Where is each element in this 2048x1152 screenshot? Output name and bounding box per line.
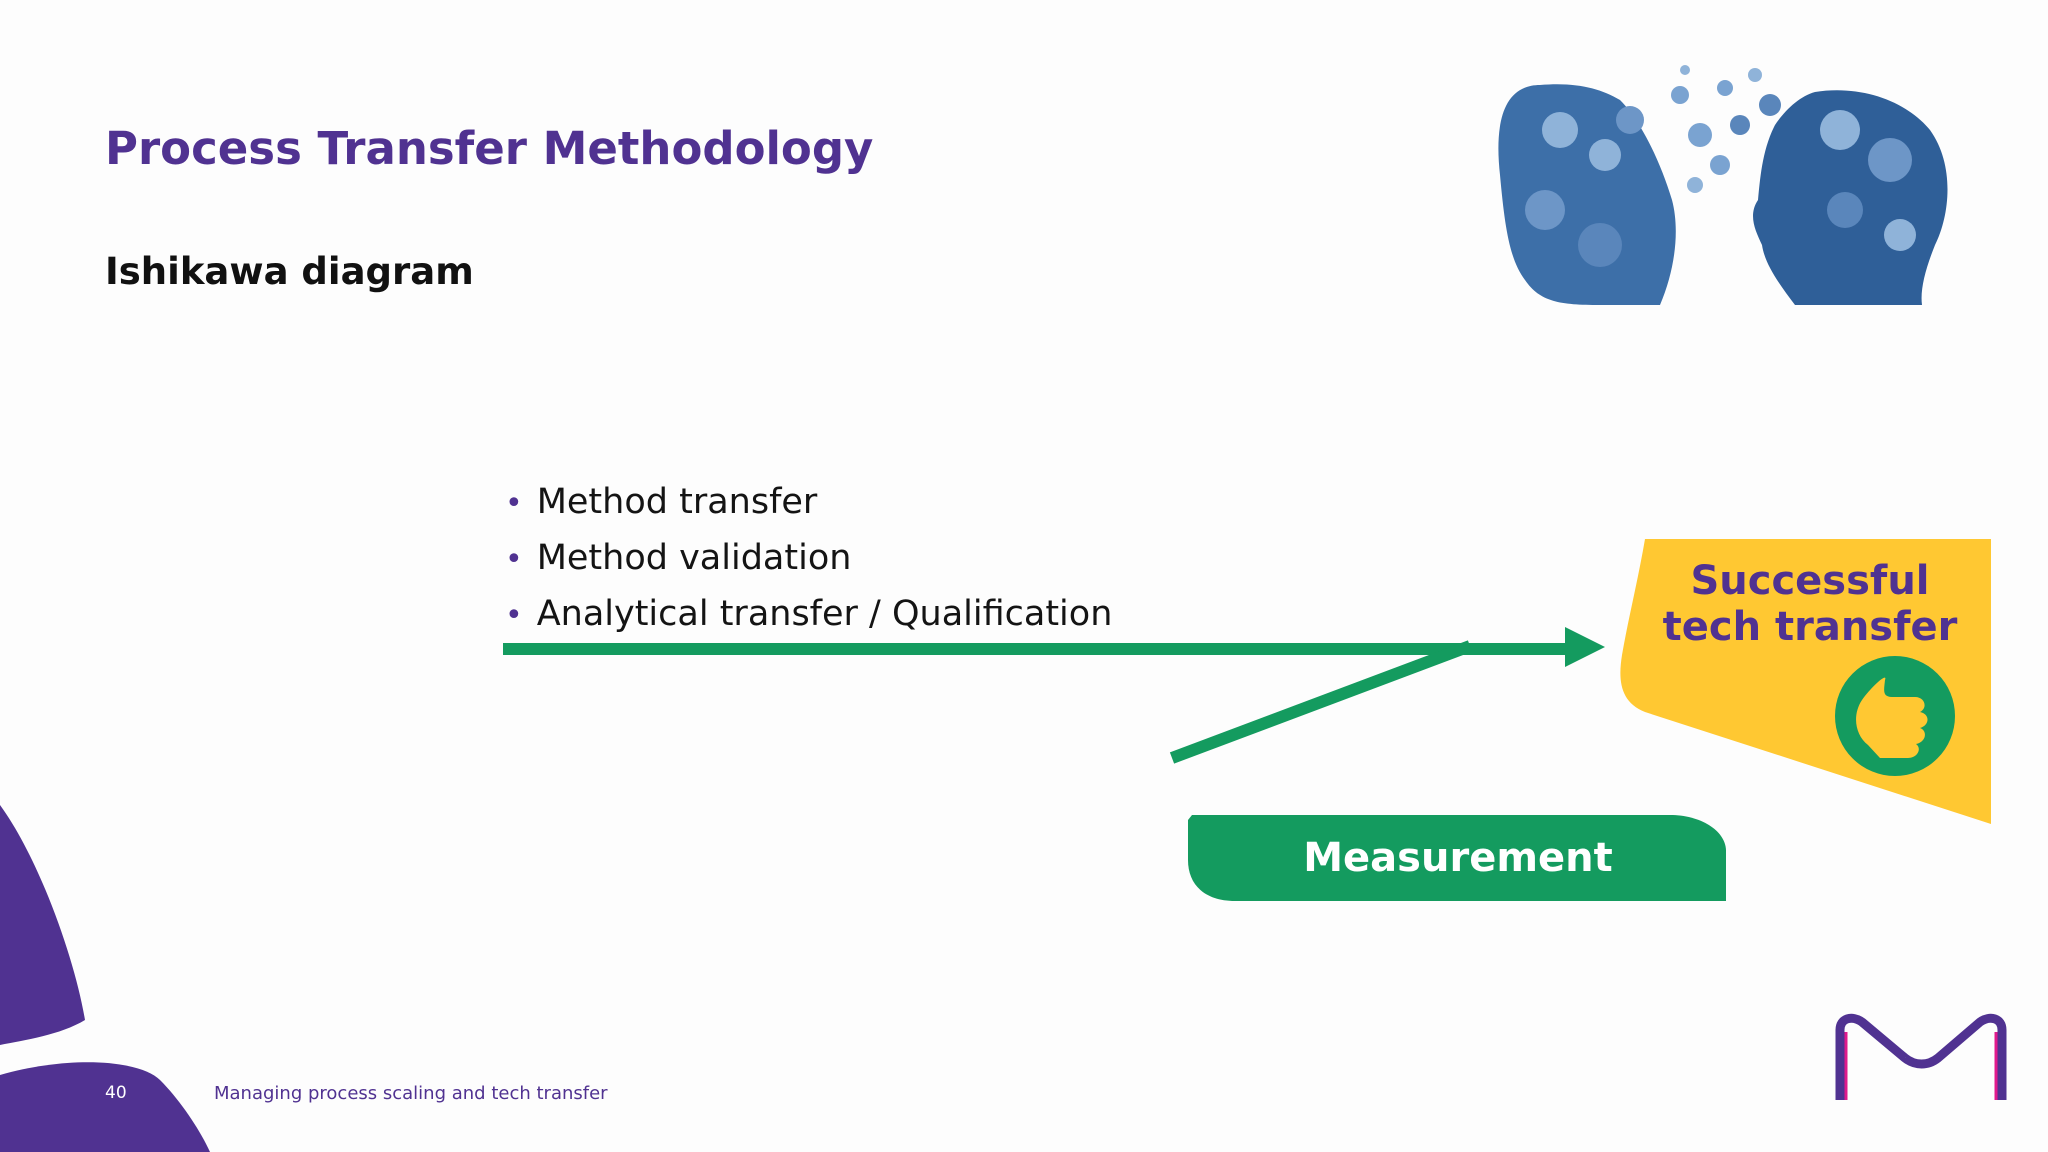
list-item: •Method validation — [505, 538, 852, 578]
bullet-text: Method transfer — [536, 482, 818, 522]
merck-logo — [1835, 1013, 2007, 1100]
bullet-text: Analytical transfer / Qualification — [536, 594, 1113, 634]
bullet-text: Method validation — [536, 538, 852, 578]
page-number: 40 — [105, 1083, 127, 1103]
goal-label: Successful tech transfer — [1630, 558, 1990, 650]
list-item: •Analytical transfer / Qualification — [505, 594, 1113, 634]
list-item: •Method transfer — [505, 482, 818, 522]
thumbs-up-icon — [1835, 656, 1955, 776]
bullet-list: •Method transfer •Method validation •Ana… — [505, 475, 1112, 643]
measurement-box — [1188, 815, 1726, 901]
spine-line — [503, 643, 1568, 655]
gear-heads-image — [1498, 65, 1948, 305]
goal-line-2: tech transfer — [1662, 604, 1958, 650]
measurement-bone — [1169, 640, 1473, 764]
page-title: Process Transfer Methodology — [105, 122, 874, 175]
corner-shape-upper — [0, 805, 85, 1045]
arrow-head-icon — [1565, 627, 1605, 667]
goal-line-1: Successful — [1690, 558, 1930, 604]
category-label: Measurement — [1303, 835, 1613, 881]
page-subtitle: Ishikawa diagram — [105, 250, 474, 293]
corner-shape-lower — [0, 1062, 210, 1152]
footer-text: Managing process scaling and tech transf… — [214, 1083, 608, 1104]
